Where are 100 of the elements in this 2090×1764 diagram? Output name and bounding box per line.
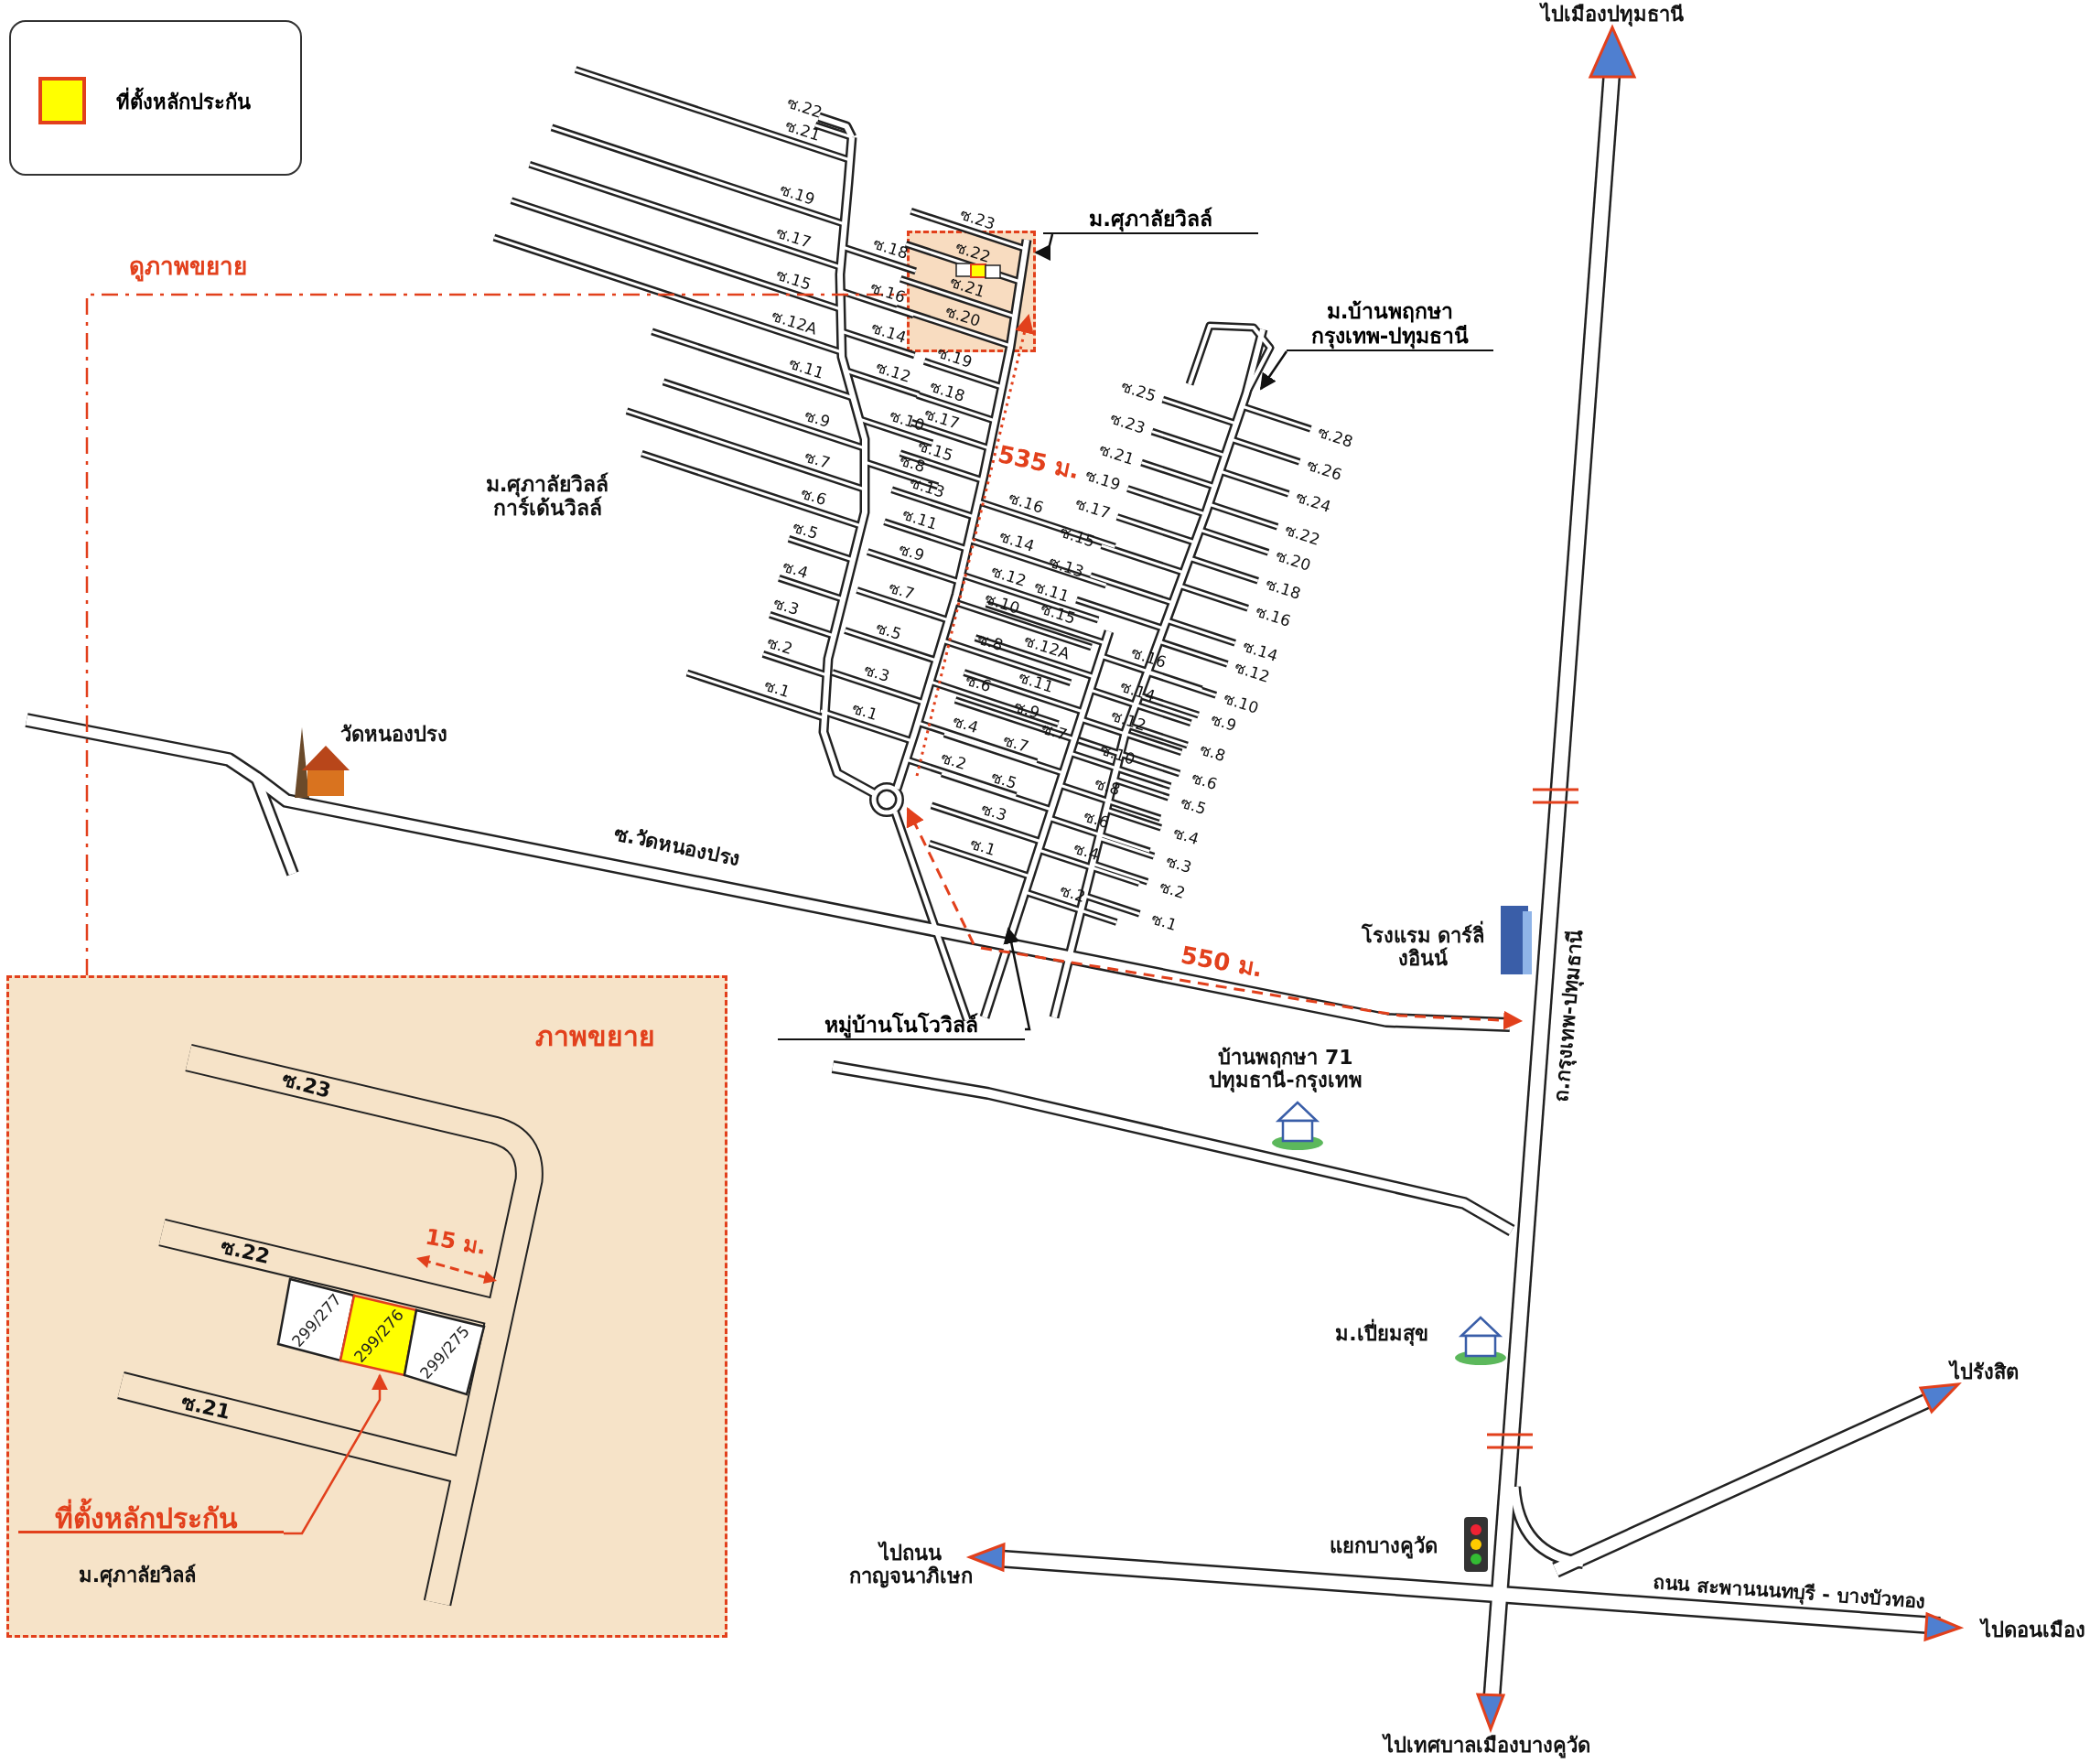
street-label: ซ.4 <box>1170 823 1201 849</box>
street-label: ซ.19 <box>777 180 817 210</box>
street-label: ซ.16 <box>1128 643 1169 672</box>
street-label: ซ.22 <box>1282 521 1322 549</box>
street-label: ซ.16 <box>1005 489 1046 518</box>
place-label: ม.ศุภาลัยวิลล์ <box>1043 203 1258 234</box>
street-label: ซ.21 <box>1096 440 1137 468</box>
street-label: ซ.2 <box>764 633 795 659</box>
street-label: ซ.8 <box>1092 774 1123 800</box>
destination-label: ไปดอนเมือง <box>1981 1619 2085 1642</box>
street-label: ซ.11 <box>899 505 940 534</box>
street-label: ซ.22 <box>784 93 824 123</box>
street-label: ซ.21 <box>947 273 987 302</box>
street-label: ซ.7 <box>802 447 833 473</box>
street-label: ซ.12 <box>1108 706 1148 736</box>
destination-label: ไปเทศบาลเมืองบางคูวัด <box>1384 1734 1590 1758</box>
street-label: ซ.3 <box>770 594 802 619</box>
leader-arrow <box>1034 232 1054 261</box>
street-label: ซ.15 <box>773 265 813 295</box>
temple-label: วัดหนองปรง <box>339 723 447 747</box>
street-label: ซ.4 <box>950 712 981 737</box>
street-label: ซ.11 <box>785 354 826 383</box>
place-label: หมู่บ้านโนโววิลล์ <box>778 1000 1025 1040</box>
street-label: ซ.12A <box>769 307 819 339</box>
legend-text: ที่ตั้งหลักประกัน <box>116 86 251 118</box>
street-label: ซ.5 <box>1178 793 1209 819</box>
street-label: ซ.14 <box>868 318 909 348</box>
village-label: บ้านพฤกษา 71 ปทุมธานี-กรุงเทพ <box>1208 1045 1363 1092</box>
street-label: ซ.13 <box>907 473 947 502</box>
street-label: ซ.4 <box>780 557 811 583</box>
street-label: ซ.1 <box>761 676 792 702</box>
place-label: ม.บ้านพฤกษา กรุงเทพ-ปทุมธานี <box>1287 273 1493 351</box>
street-label: ซ.20 <box>943 302 983 331</box>
street-label: ซ.26 <box>1304 456 1344 484</box>
street-label: ซ.1 <box>849 699 880 725</box>
junction-label: แยกบางคูวัด <box>1330 1534 1438 1558</box>
street-label: ซ.23 <box>279 1067 334 1103</box>
street-label: ซ.3 <box>1163 852 1194 877</box>
destination-label: ไปถนน กาญจนาภิเษก <box>847 1541 974 1588</box>
street-label: ซ.6 <box>1081 807 1112 833</box>
street-label: ซ.21 <box>178 1390 233 1425</box>
street-label: ซ.20 <box>1273 546 1313 575</box>
inset-title: ภาพขยาย <box>535 1019 655 1054</box>
street-label: ซ.16 <box>867 278 908 307</box>
street-label: ซ.22 <box>953 238 993 267</box>
village-label: ม.ศุภาลัยวิลล์ การ์เด้นวิลล์ <box>484 471 610 521</box>
street-label: ซ.22 <box>218 1234 273 1269</box>
street-label: ซ.8 <box>975 629 1006 655</box>
street-label: ซ.2 <box>938 748 969 774</box>
street-label: ซ.3 <box>861 661 892 686</box>
street-label: ซ.14 <box>997 527 1037 556</box>
street-label: ซ.5 <box>790 518 821 543</box>
street-label: ซ.10 <box>982 589 1022 618</box>
street-label: ซ.5 <box>873 618 904 644</box>
street-label: ซ.6 <box>1189 769 1220 794</box>
street-label: ซ.17 <box>1072 494 1113 523</box>
destination-label: ไปรังสิต <box>1949 1361 2019 1384</box>
street-label: ซ.1 <box>1148 909 1180 935</box>
destination-label: ไปเมืองปทุมธานี <box>1541 3 1684 27</box>
street-label: ถนน สะพานนนทบุรี - บางบัวทอง <box>1652 1571 1926 1613</box>
street-label: ซ.18 <box>870 234 910 264</box>
street-label: ซ.23 <box>957 205 998 234</box>
street-label: ซ.4 <box>1071 839 1102 865</box>
street-label: ซ.12 <box>873 358 913 387</box>
leader-arrow <box>1003 927 1031 1031</box>
street-label: ซ.5 <box>988 768 1019 793</box>
street-label: ซ.24 <box>1293 488 1333 516</box>
street-label: ซ.9 <box>896 540 927 565</box>
street-label: ซ.7 <box>1000 731 1031 757</box>
street-label: ซ.18 <box>1263 575 1303 603</box>
street-label: ซ.25 <box>1118 377 1158 405</box>
street-label: ซ.7 <box>886 578 917 604</box>
leader-arrow <box>284 1373 388 1535</box>
street-label: ซ.11 <box>1016 668 1056 697</box>
leader-arrow <box>1259 350 1288 391</box>
street-label: ซ.23 <box>1107 409 1147 437</box>
street-label: ซ.14 <box>1117 677 1158 706</box>
distance-label: 535 ม. <box>995 441 1083 485</box>
street-label: ซ.19 <box>934 343 975 372</box>
street-label: ซ.28 <box>1315 423 1355 451</box>
street-label: ซ.16 <box>1253 602 1293 630</box>
street-label: ซ.15 <box>1057 523 1097 552</box>
street-label: ซ.2 <box>1157 877 1188 903</box>
connector-line <box>85 293 907 975</box>
distance-label: 550 ม. <box>1179 941 1265 984</box>
dimension-label: 15 ม. <box>423 1224 489 1261</box>
village-label: ม.ศุภาลัยวิลล์ <box>78 1564 197 1587</box>
street-label: ซ.10 <box>1097 740 1137 769</box>
street-label: ซ.6 <box>798 484 829 510</box>
street-label: ซ.6 <box>963 671 993 696</box>
street-label: ซ.18 <box>927 377 967 406</box>
street-label: ซ.3 <box>978 800 1009 825</box>
inset-panel <box>6 975 727 1638</box>
street-label: ซ.12A <box>1021 631 1072 663</box>
street-label: ซ.17 <box>773 223 813 253</box>
street-label: ถ.กรุงเทพ-ปทุมธานี <box>1549 929 1588 1102</box>
street-label: ซ.1 <box>967 834 998 860</box>
street-label: ซ.12 <box>988 562 1029 591</box>
callout-text: ที่ตั้งหลักประกัน <box>18 1497 284 1533</box>
street-label: ซ.19 <box>1083 466 1123 495</box>
